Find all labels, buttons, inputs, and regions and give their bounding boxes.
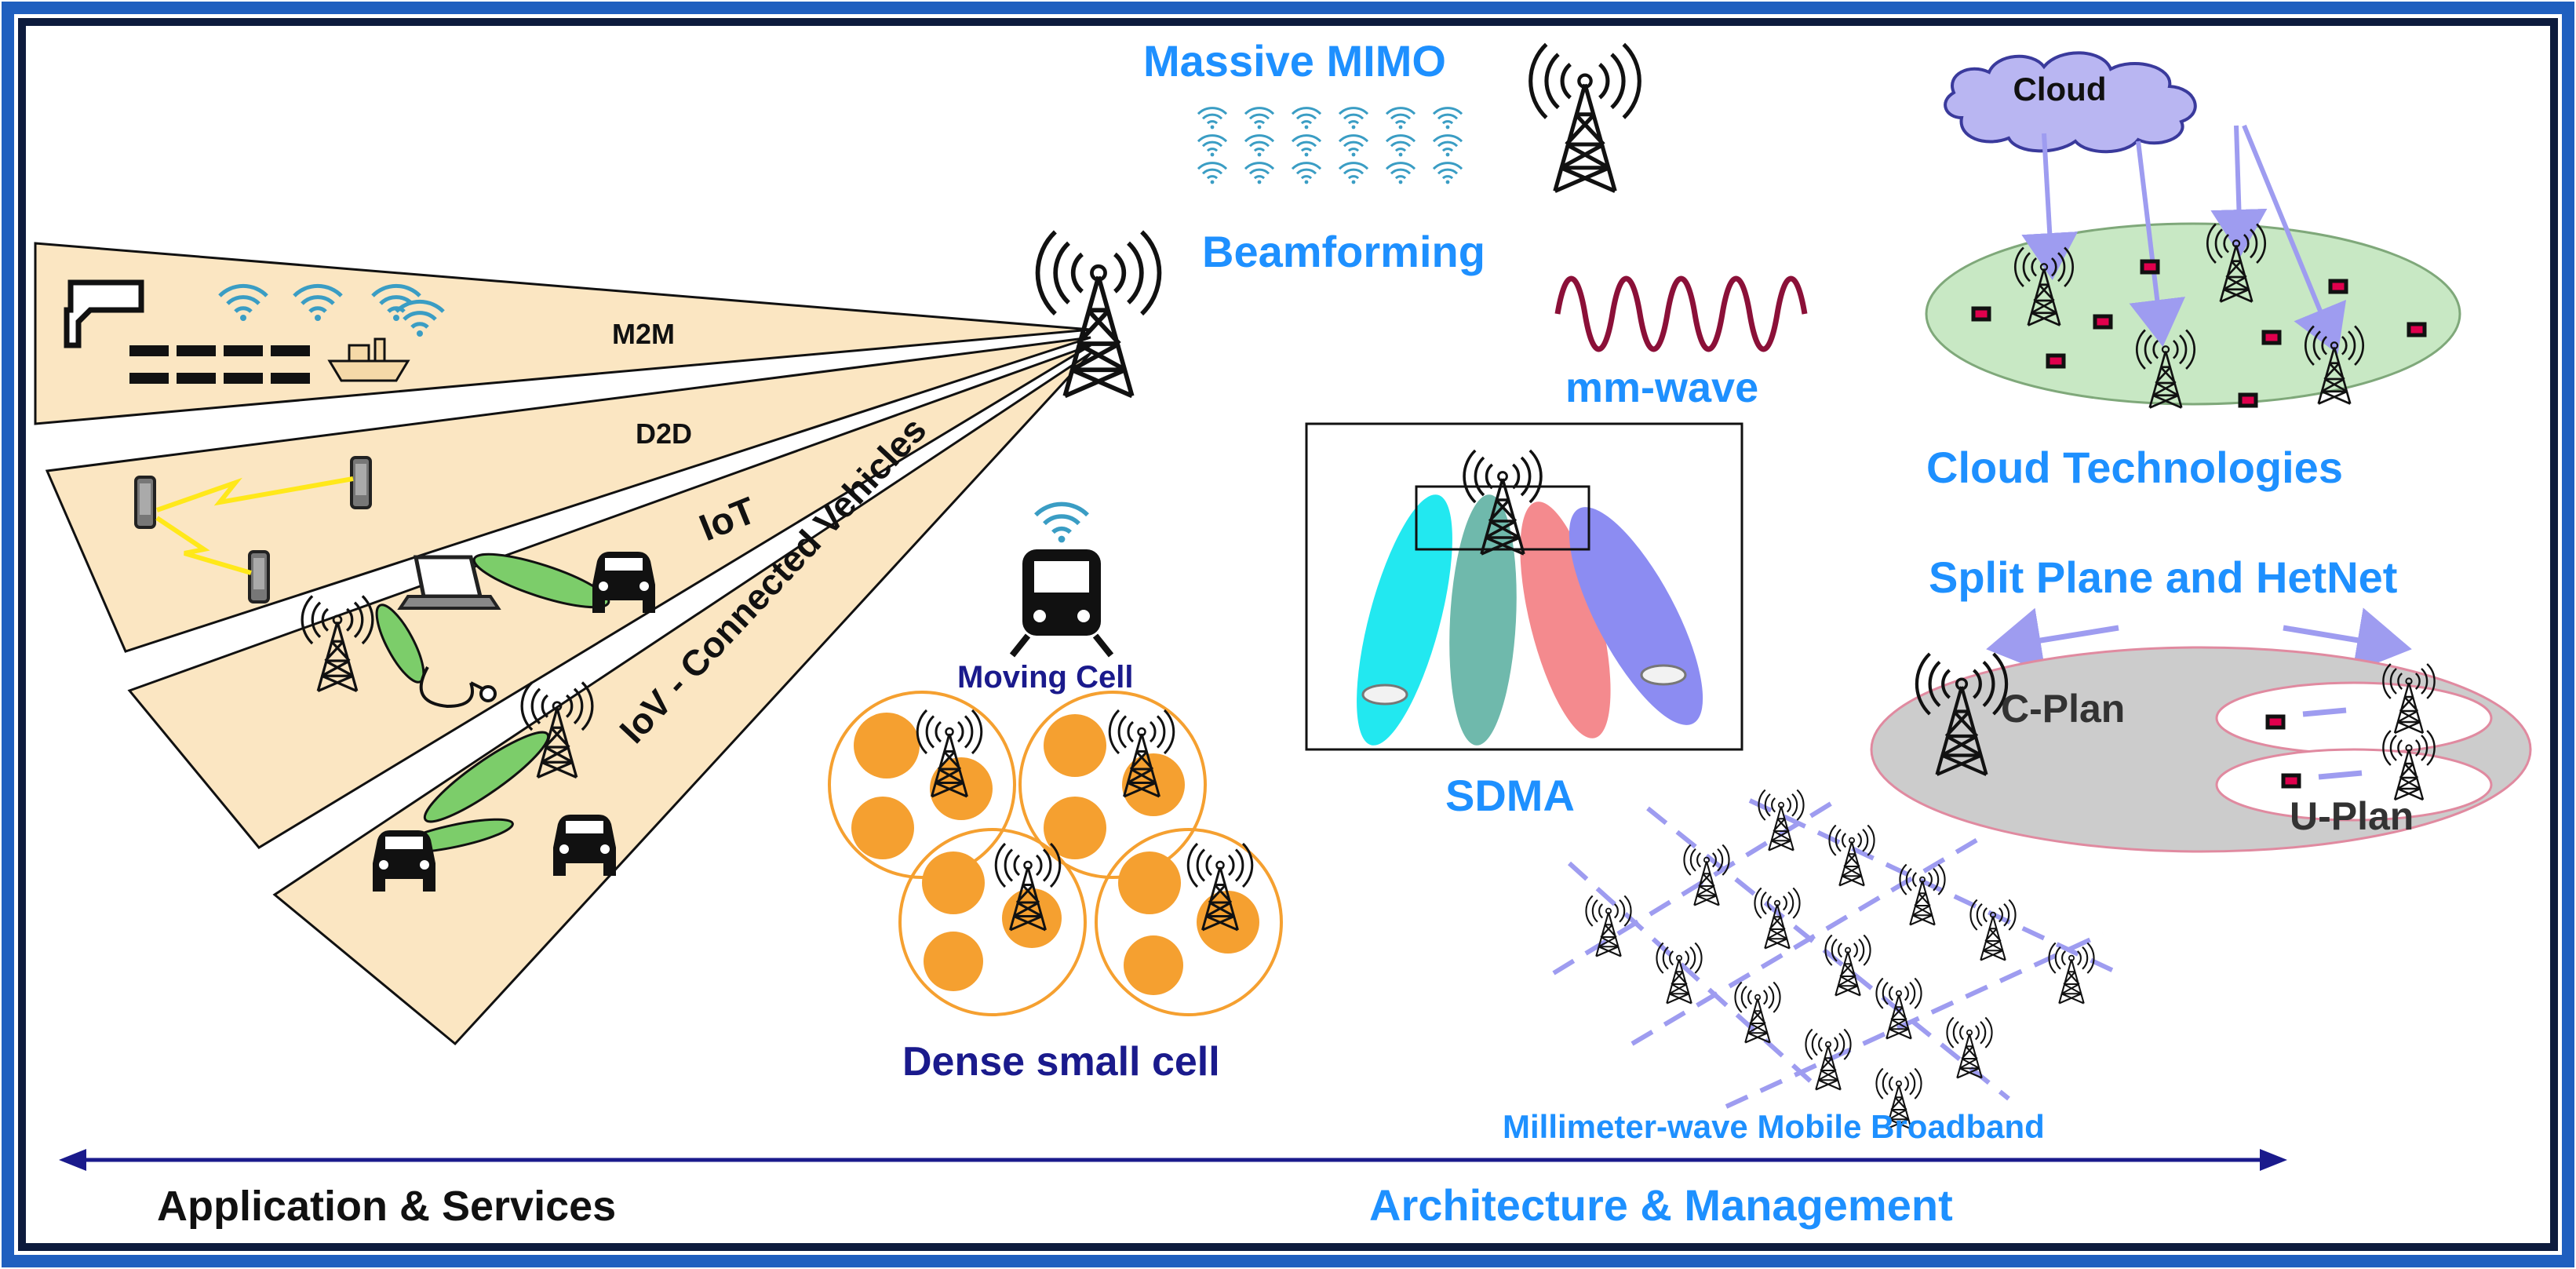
- u-link: [2318, 770, 2363, 780]
- cloud-link-arrow: [2129, 140, 2186, 347]
- m2m-label: M2M: [612, 318, 675, 350]
- inner-frame: [18, 18, 2558, 1251]
- sdma-inner-box: [1415, 485, 1590, 551]
- cctv-camera-icon: [64, 279, 144, 348]
- cloud-technologies-label: Cloud Technologies: [1926, 443, 2343, 492]
- cloud-technologies-section: Cloud Cloud Technologies: [1925, 51, 2461, 492]
- car-icon: [1640, 664, 1687, 686]
- beamforming-label: Beamforming: [1202, 227, 1485, 276]
- axis-arrow-left: [59, 1149, 86, 1171]
- application-services-label: Application & Services: [157, 1183, 616, 1230]
- ship-icon: [327, 337, 410, 382]
- phone-icon: [134, 476, 156, 529]
- beam-cyan: [1357, 494, 1452, 746]
- split-plane-section: Split Plane and HetNet C-Plan U-Plan: [1870, 552, 2532, 853]
- small-cell-ellipse: [2215, 748, 2493, 822]
- phone-icon: [350, 456, 372, 509]
- moving-cell-label: Moving Cell: [957, 660, 1133, 695]
- d2d-label: D2D: [636, 418, 692, 450]
- beam-pink: [1520, 501, 1611, 738]
- mm-wave-section: mm-wave: [1554, 275, 1808, 411]
- split-arrow-right: [2283, 607, 2412, 673]
- phone-icon: [248, 550, 270, 604]
- sector-iov: [272, 352, 1092, 1046]
- mm-wave-signal: [1554, 275, 1808, 352]
- massive-mimo-section: Massive MIMO: [1143, 36, 1639, 191]
- dense-small-cell-label: Dense small cell: [902, 1039, 1220, 1085]
- sdma-section: SDMA: [1305, 422, 1743, 820]
- u-link: [2302, 707, 2347, 717]
- massive-mimo-label: Massive MIMO: [1143, 36, 1446, 86]
- user-block: [2268, 717, 2283, 727]
- dashed-blocks: [129, 345, 310, 384]
- architecture-management-label: Architecture & Management: [1369, 1180, 1953, 1230]
- cloud-link-arrow: [2242, 124, 2347, 355]
- u-plan-label: U-Plan: [2290, 794, 2414, 838]
- mm-wave-label: mm-wave: [1565, 364, 1758, 411]
- d2d-link: [155, 516, 252, 575]
- beam-lobe: [423, 731, 550, 823]
- cloud-link-arrow: [2210, 125, 2268, 257]
- cloud-icon: [1944, 51, 2197, 154]
- small-cell-ellipse: [2215, 681, 2493, 755]
- laptop-icon: [397, 555, 501, 610]
- iot-contents: IoT: [301, 490, 762, 709]
- m2m-contents: M2M: [64, 279, 675, 384]
- beam-lobe: [472, 552, 610, 609]
- split-arrow-left: [1986, 607, 2119, 673]
- train-icon: [1009, 549, 1114, 658]
- cloud-coverage-ellipse: [1925, 222, 2461, 406]
- sector-d2d: [45, 336, 1091, 653]
- cloud-label: Cloud: [2013, 71, 2107, 108]
- axis-arrow-right: [2260, 1149, 2287, 1171]
- beam-teal: [1449, 494, 1517, 746]
- cell-circles: [828, 691, 1283, 1016]
- bottom-axis: Application & Services Architecture & Ma…: [59, 1149, 2287, 1230]
- dense-small-cell-section: Dense small cell: [828, 691, 1283, 1085]
- sdma-label: SDMA: [1445, 771, 1575, 820]
- car-icon: [1361, 684, 1408, 706]
- mm-wave-broadband-label: Millimeter-wave Mobile Broadband: [1503, 1108, 2045, 1145]
- user-block: [2283, 775, 2299, 786]
- d2d-link: [156, 476, 354, 512]
- split-plane-label: Split Plane and HetNet: [1929, 552, 2397, 602]
- c-plan-label: C-Plan: [2001, 687, 2125, 731]
- mm-wave-broadband-grid: Millimeter-wave Mobile Broadband: [1503, 789, 2120, 1145]
- moving-cell-section: Moving Cell: [957, 504, 1133, 695]
- cloud-link-arrow: [2021, 133, 2079, 280]
- d2d-contents: D2D: [134, 418, 692, 604]
